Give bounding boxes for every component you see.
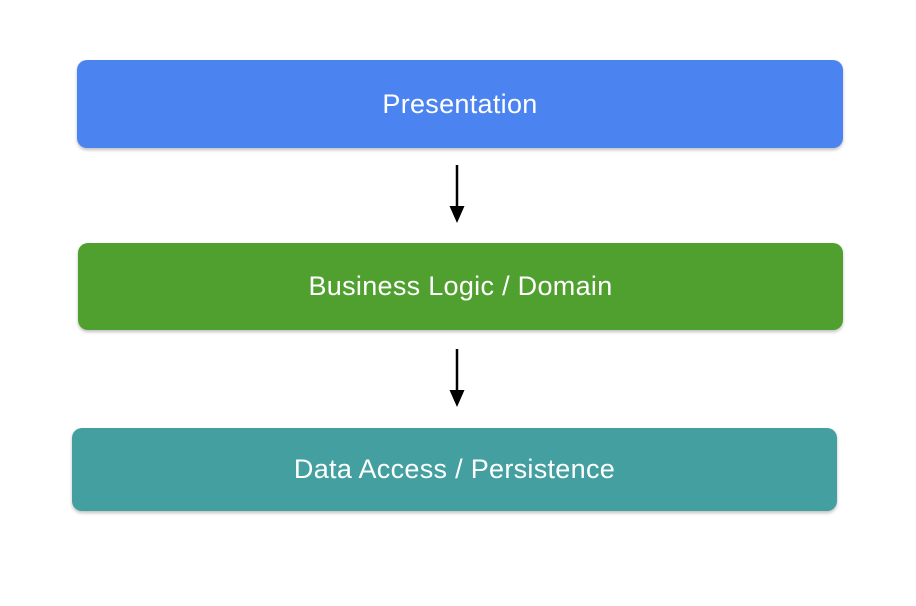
layer-box-business-logic: Business Logic / Domain <box>78 243 843 330</box>
layer-label-data-access: Data Access / Persistence <box>293 454 616 484</box>
layer-box-presentation: Presentation <box>77 60 843 148</box>
down-arrow-icon <box>449 165 465 223</box>
down-arrow-icon <box>449 349 465 407</box>
layer-label-business-logic: Business Logic / Domain <box>308 271 613 301</box>
layer-box-data-access: Data Access / Persistence <box>72 428 837 511</box>
layer-label-presentation: Presentation <box>382 88 538 119</box>
